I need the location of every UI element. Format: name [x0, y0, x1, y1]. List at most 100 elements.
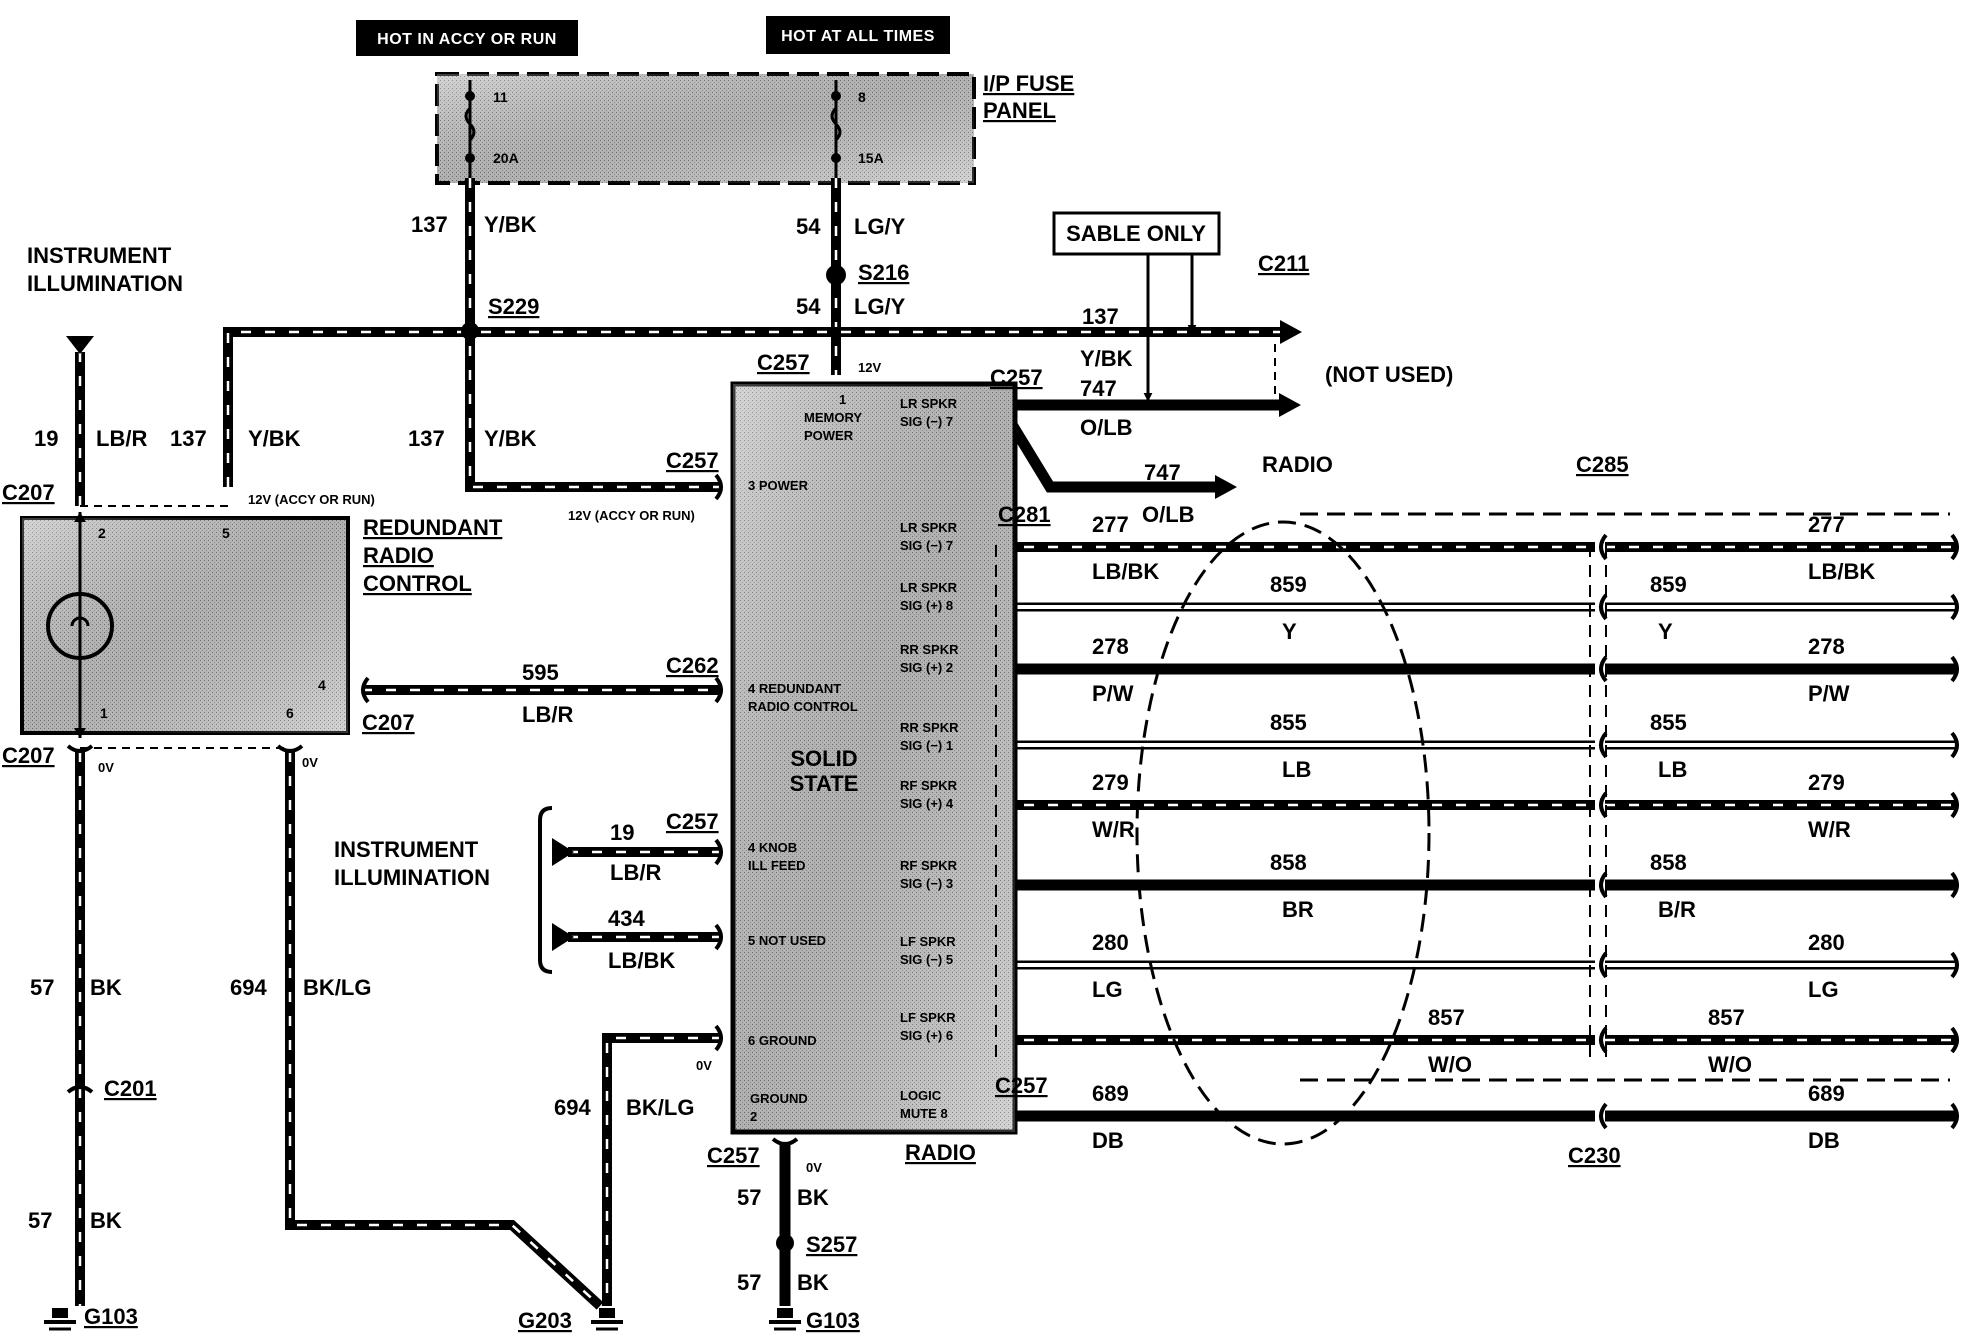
plug-19-knob	[714, 838, 723, 866]
fuse-b-number: 8	[858, 89, 866, 105]
wire-137-color-d: Y/BK	[484, 426, 537, 451]
instr-illum-top-2: ILLUMINATION	[27, 271, 183, 296]
plug-277-end	[1950, 533, 1959, 561]
plug-857-c285	[1599, 1026, 1608, 1054]
header-all-times: HOT AT ALL TIMES	[766, 16, 950, 54]
speaker-wire-labels: 277LB/BK277LB/BK859Y859Y278P/W278P/W855L…	[1092, 512, 1875, 1153]
plug-280-end	[1950, 951, 1959, 979]
spk-280-color-left: LG	[1092, 977, 1123, 1002]
spk-279-color-right: W/R	[1808, 817, 1851, 842]
splice-s229-dot	[461, 322, 479, 340]
plug-434	[714, 923, 723, 951]
wire-19-color-b: LB/R	[610, 860, 661, 885]
spk-278-num-right: 278	[1808, 634, 1845, 659]
radio-right-pin-1-line-1: LR SPKR	[900, 396, 958, 411]
wire-694-b	[602, 1033, 722, 1306]
plug-858-end	[1950, 871, 1959, 899]
wire-747-radio-arrow	[1215, 475, 1237, 499]
plug-279-end	[1950, 791, 1959, 819]
fuse-panel-title-2: PANEL	[983, 98, 1056, 123]
connector-c201: C201	[104, 1076, 157, 1101]
ground-g103-right: G103	[806, 1308, 860, 1333]
spk-689-color-right: DB	[1808, 1128, 1840, 1153]
voltage-0v-b: 0V	[302, 755, 318, 770]
ground-g203: G203	[518, 1308, 572, 1333]
wire-54-color-a: LG/Y	[854, 214, 906, 239]
radio-left-pin-4-line-1: 4 KNOB	[748, 840, 797, 855]
wire-694-a	[285, 752, 604, 1310]
radio-right-pin-6-line-1: RF SPKR	[900, 858, 958, 873]
radio-right-pin-7-line-2: SIG (−) 5	[900, 952, 953, 967]
wire-19-num-b: 19	[610, 820, 634, 845]
wire-57-num-d: 57	[737, 1270, 761, 1295]
radio-right-pin-7-line-1: LF SPKR	[900, 934, 956, 949]
solid-state-1: SOLID	[790, 746, 857, 771]
connector-c257-c: C257	[666, 448, 719, 473]
wire-694-num-a: 694	[230, 975, 267, 1000]
spk-859-color-left: Y	[1282, 619, 1297, 644]
spk-277-num-left: 277	[1092, 512, 1129, 537]
radio-right-pin-2-line-2: SIG (+) 8	[900, 598, 953, 613]
radio-right-pin-6-line-2: SIG (−) 3	[900, 876, 953, 891]
spk-857-num-left: 857	[1428, 1005, 1465, 1030]
voltage-accy-radio: 12V (ACCY OR RUN)	[568, 508, 695, 523]
radio-left-pin-7-line-2: 2	[750, 1109, 757, 1124]
wire-137-bus	[223, 327, 1280, 487]
fuse-a-number: 11	[493, 89, 508, 105]
fuse-b-amp: 15A	[858, 150, 884, 166]
spk-280-num-right: 280	[1808, 930, 1845, 955]
wire-137-bus-arrow	[1280, 320, 1302, 344]
spk-859-num-left: 859	[1270, 572, 1307, 597]
radio-right-pin-9-line-2: MUTE 8	[900, 1106, 948, 1121]
connector-c285: C285	[1576, 452, 1629, 477]
plug-859-c285	[1599, 593, 1608, 621]
spk-857-color-left: W/O	[1428, 1052, 1472, 1077]
wire-434-num: 434	[608, 906, 645, 931]
wire-19-color-a: LB/R	[96, 426, 147, 451]
rrc-title-3: CONTROL	[363, 571, 472, 596]
wire-19-num-a: 19	[34, 426, 58, 451]
voltage-0v-a: 0V	[98, 760, 114, 775]
splice-s216-dot	[826, 265, 846, 285]
rrc-pin-6: 6	[286, 705, 294, 721]
header-accy-run: HOT IN ACCY OR RUN	[356, 20, 578, 56]
wire-694-num-b: 694	[554, 1095, 591, 1120]
spk-277-color-left: LB/BK	[1092, 559, 1159, 584]
wire-137-num-b: 137	[1082, 304, 1119, 329]
not-used-label: (NOT USED)	[1325, 362, 1453, 387]
rrc-pin-4: 4	[318, 677, 326, 693]
radio-left-pin-1-line-3: POWER	[804, 428, 854, 443]
wire-57-color-c: BK	[797, 1185, 829, 1210]
radio-left-pin-3-line-1: 4 REDUNDANT	[748, 681, 841, 696]
voltage-0v-d: 0V	[806, 1160, 822, 1175]
radio-right-pin-4-line-2: SIG (−) 1	[900, 738, 953, 753]
plug-57-c207	[66, 744, 94, 753]
wire-54-color-b: LG/Y	[854, 294, 906, 319]
rrc-title-2: RADIO	[363, 543, 434, 568]
plug-279-c285	[1599, 791, 1608, 819]
plug-c201	[66, 1085, 94, 1094]
spk-857-color-right: W/O	[1708, 1052, 1752, 1077]
plug-278-end	[1950, 655, 1959, 683]
splice-s257-dot	[776, 1234, 794, 1252]
radio-left-pin-1-line-1: 1	[839, 392, 846, 407]
ground-symbol-g103-left	[44, 1308, 76, 1331]
connector-c207-c: C207	[362, 710, 415, 735]
spk-278-num-left: 278	[1092, 634, 1129, 659]
radio-left-pin-7-line-1: GROUND	[750, 1091, 808, 1106]
spk-858-num-left: 858	[1270, 850, 1307, 875]
connector-c211: C211	[1258, 251, 1309, 276]
radio-right-pin-5-line-2: SIG (+) 4	[900, 796, 954, 811]
plug-857-end	[1950, 1026, 1959, 1054]
wire-54-num-b: 54	[796, 294, 821, 319]
spk-858-color-right: B/R	[1658, 897, 1696, 922]
plug-858-c285	[1599, 871, 1608, 899]
spk-855-color-left: LB	[1282, 757, 1311, 782]
radio-right-pin-2-line-1: LR SPKR	[900, 580, 958, 595]
radio-right-pin-1-line-2: SIG (−) 7	[900, 414, 953, 429]
rrc-pin-1: 1	[100, 705, 108, 721]
wire-137-color-c: Y/BK	[248, 426, 301, 451]
plug-855-end	[1950, 731, 1959, 759]
spk-689-num-left: 689	[1092, 1081, 1129, 1106]
